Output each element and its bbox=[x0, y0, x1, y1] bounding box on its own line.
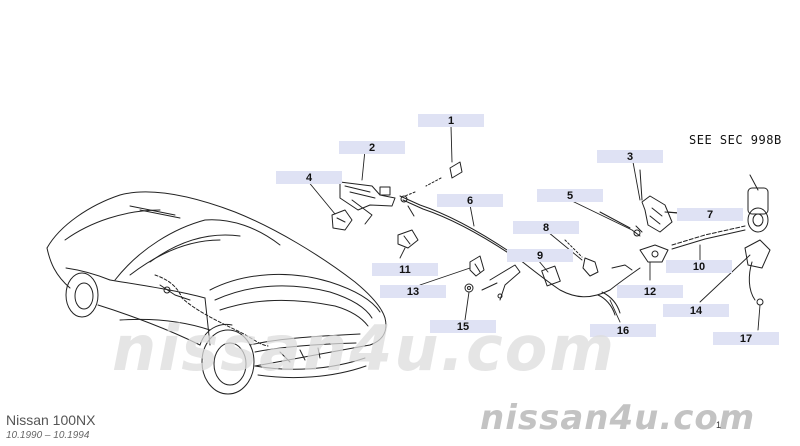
part-grommet-8 bbox=[564, 211, 643, 277]
part-opener-lever bbox=[339, 181, 396, 225]
callout-4[interactable]: 4 bbox=[276, 171, 342, 184]
part-cable-clip-16 bbox=[597, 291, 621, 316]
callout-16[interactable]: 16 bbox=[590, 324, 656, 337]
callout-5[interactable]: 5 bbox=[537, 189, 603, 202]
vehicle-years: 10.1990 – 10.1994 bbox=[6, 430, 90, 441]
callout-9[interactable]: 9 bbox=[507, 249, 573, 262]
callout-13[interactable]: 13 bbox=[380, 285, 446, 298]
callout-1[interactable]: 1 bbox=[418, 114, 484, 127]
reference-note: SEE SEC 998B bbox=[689, 133, 782, 147]
watermark-center: nissan4u.com bbox=[112, 312, 616, 385]
part-clips bbox=[397, 229, 485, 293]
callout-2[interactable]: 2 bbox=[339, 141, 405, 154]
callout-3[interactable]: 3 bbox=[597, 150, 663, 163]
part-release-cable-6 bbox=[399, 195, 641, 298]
vehicle-model: Nissan 100NX bbox=[6, 412, 96, 428]
callout-14[interactable]: 14 bbox=[663, 304, 729, 317]
part-key-cylinder bbox=[671, 174, 771, 306]
callout-10[interactable]: 10 bbox=[666, 260, 732, 273]
part-bracket-4 bbox=[331, 209, 353, 231]
callout-8[interactable]: 8 bbox=[513, 221, 579, 234]
watermark-corner: nissan4u.com bbox=[480, 398, 756, 438]
callout-12[interactable]: 12 bbox=[617, 285, 683, 298]
car-illustration bbox=[46, 191, 387, 395]
callout-11[interactable]: 11 bbox=[372, 263, 438, 276]
part-bolt-1 bbox=[404, 161, 463, 197]
leader-lines bbox=[306, 125, 761, 331]
callout-15[interactable]: 15 bbox=[430, 320, 496, 333]
callout-17[interactable]: 17 bbox=[713, 332, 779, 345]
page-mark: 1 bbox=[716, 420, 722, 430]
callout-6[interactable]: 6 bbox=[437, 194, 503, 207]
callout-7[interactable]: 7 bbox=[677, 208, 743, 221]
part-mount-bracket bbox=[481, 264, 561, 301]
